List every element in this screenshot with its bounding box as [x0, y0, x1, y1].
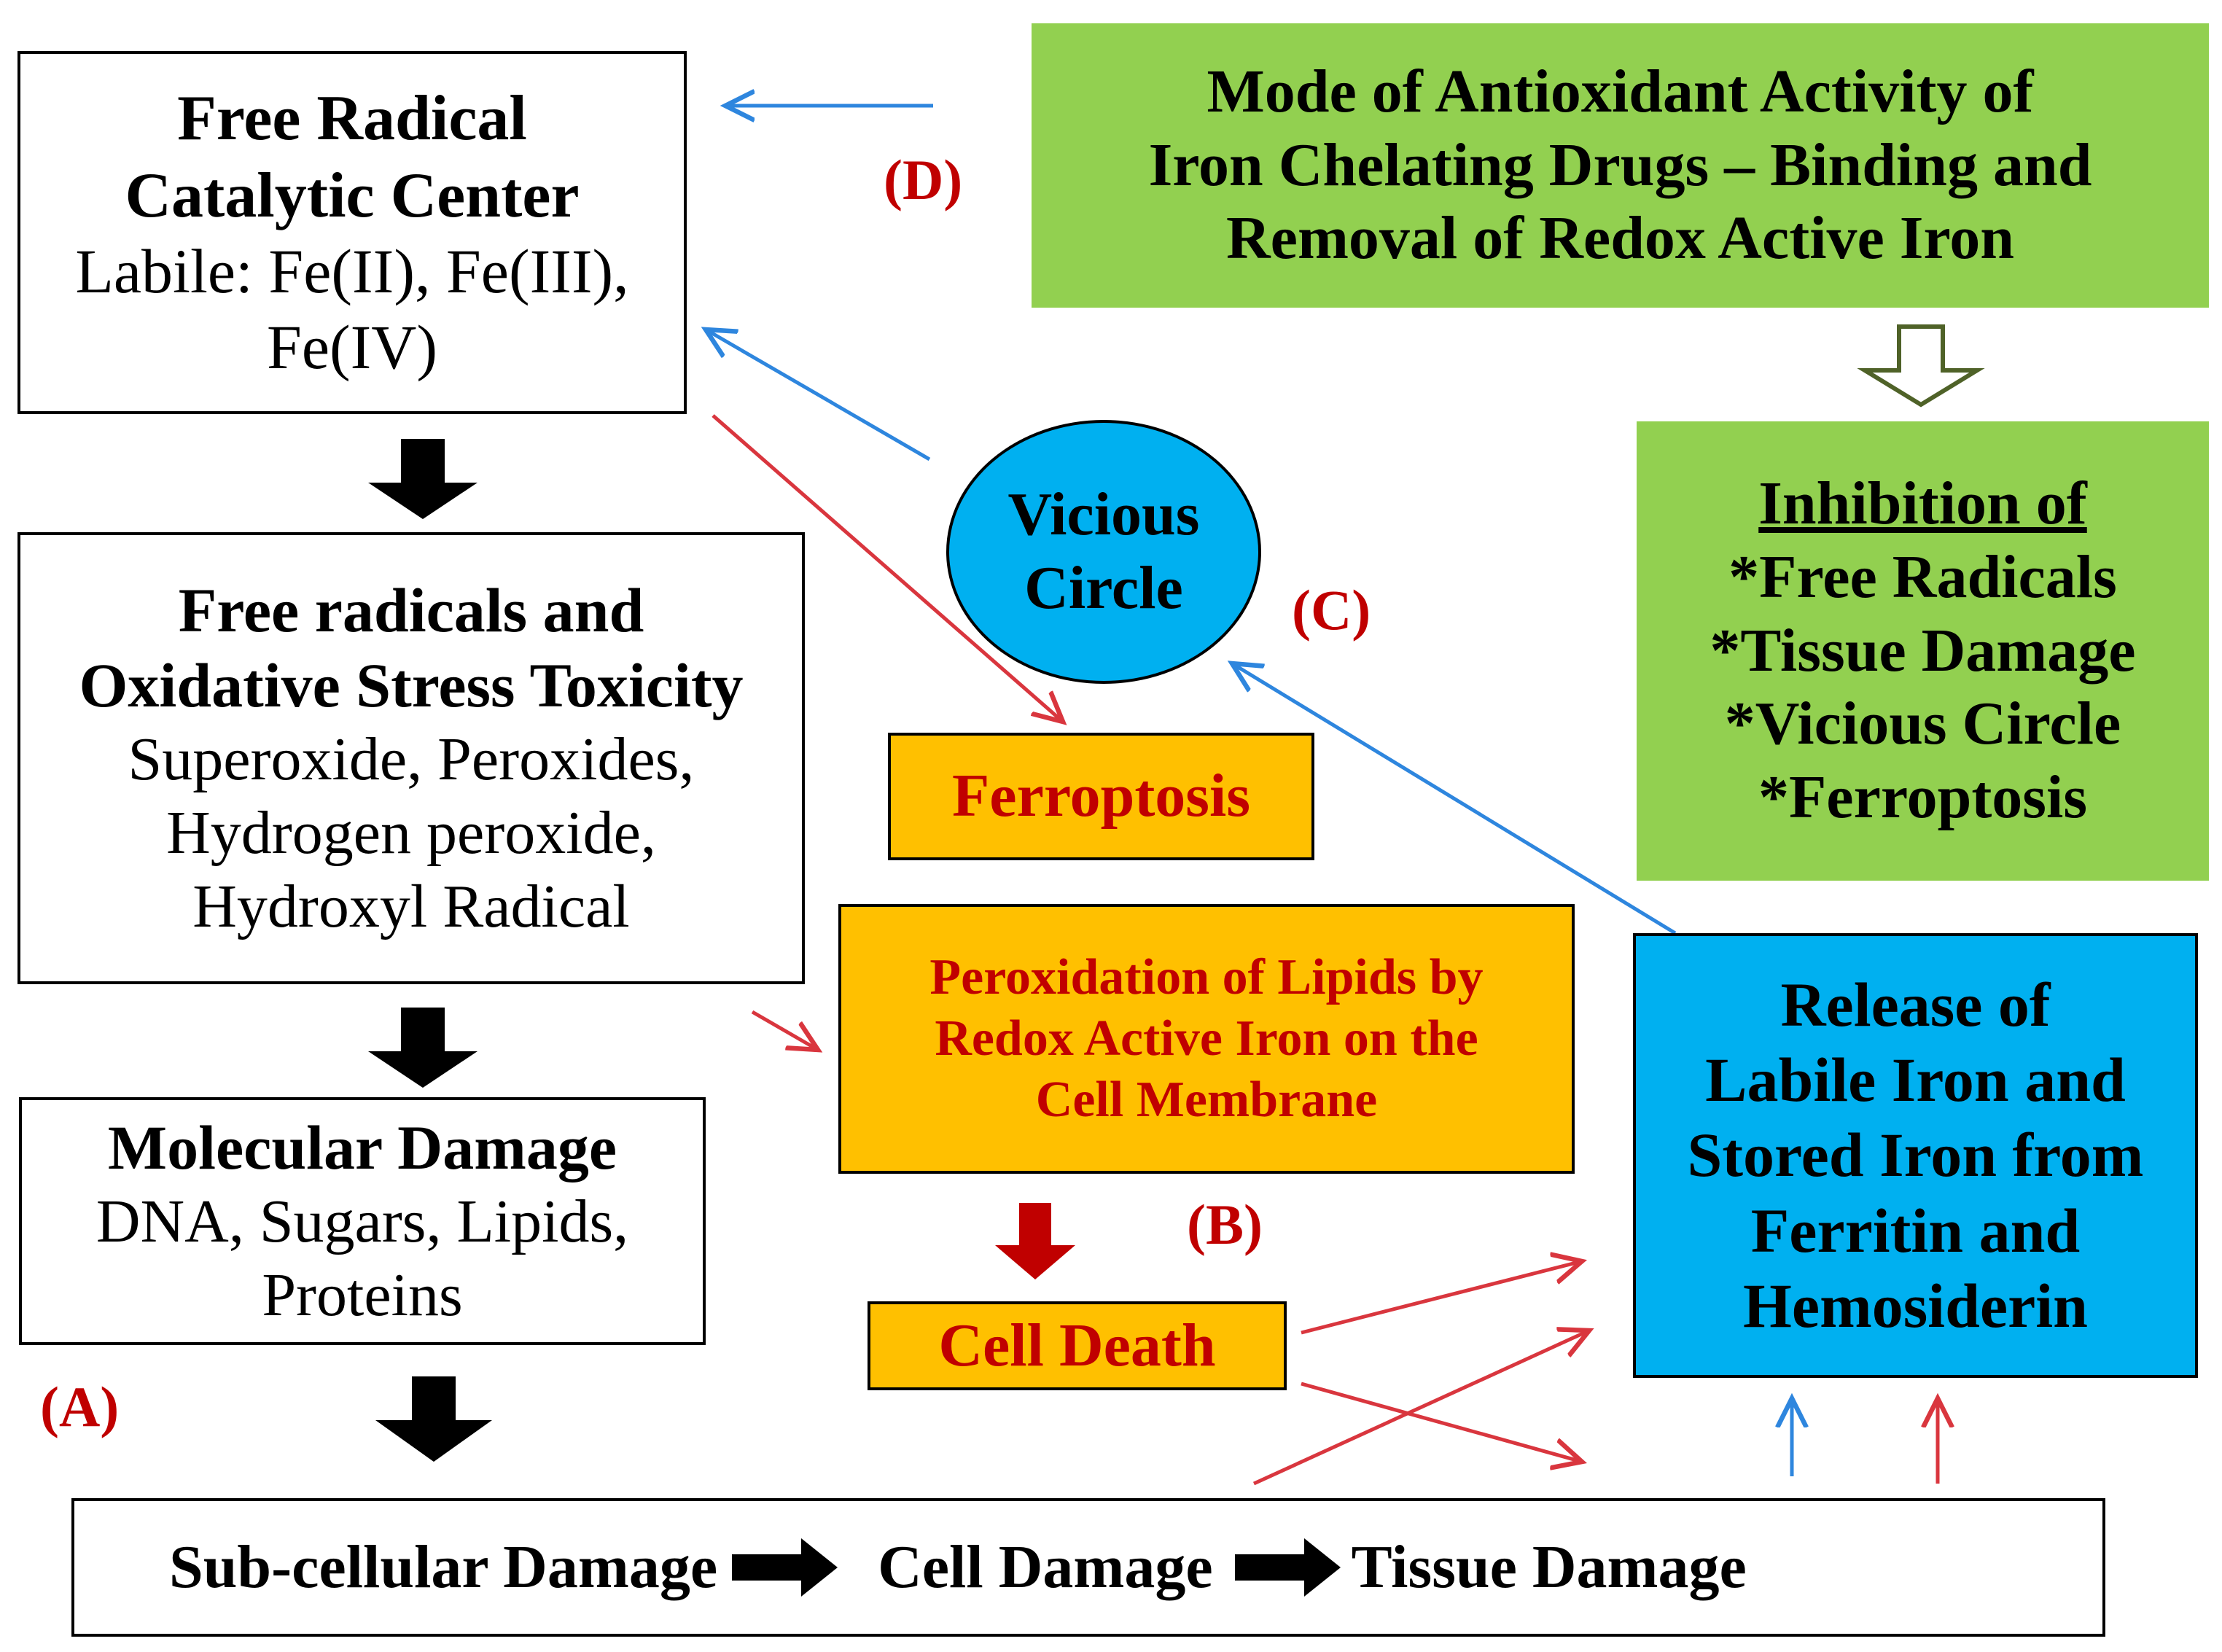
arrow-circle-to-center: [706, 330, 931, 461]
release-iron-line-4: Ferritin and: [1750, 1195, 2081, 1266]
oxidative-stress-title-2: Oxidative Stress Toxicity: [79, 650, 744, 720]
vicious-circle: Vicious Circle: [946, 420, 1261, 684]
arrow-bottom-to-release: [1252, 1330, 1589, 1486]
inhibition-item-ferroptosis: *Ferroptosis: [1758, 763, 2088, 832]
mode-of-activity-box: Mode of Antioxidant Activity of Iron Che…: [1032, 23, 2209, 308]
inhibition-box: Inhibition of *Free Radicals *Tissue Dam…: [1637, 421, 2209, 881]
right-arrow-icon: [732, 1538, 838, 1597]
free-radical-center-title-2: Catalytic Center: [125, 160, 580, 231]
oxidative-stress-species-3: Hydroxyl Radical: [192, 872, 630, 940]
peroxidation-line-1: Peroxidation of Lipids by: [929, 949, 1484, 1005]
mode-of-activity-line-1: Mode of Antioxidant Activity of: [1206, 57, 2034, 125]
down-arrow-hollow: [1857, 324, 1985, 408]
inhibition-item-vicious-circle: *Vicious Circle: [1724, 690, 2121, 758]
ferroptosis-label: Ferroptosis: [951, 762, 1251, 830]
subcellular-damage-label: Sub-cellular Damage: [169, 1532, 718, 1601]
label-a: (A): [40, 1375, 120, 1438]
tissue-damage-label: Tissue Damage: [1351, 1532, 1747, 1601]
vicious-circle-label-2: Circle: [1024, 554, 1183, 622]
free-radical-center-title-1: Free Radical: [177, 83, 527, 155]
release-iron-line-1: Release of: [1780, 970, 2051, 1040]
free-radical-center-iron-list: Labile: Fe(II), Fe(III),: [75, 236, 629, 307]
release-iron-line-2: Labile Iron and: [1705, 1045, 2126, 1115]
inhibition-item-tissue-damage: *Tissue Damage: [1710, 616, 2136, 685]
label-c: (C): [1292, 578, 1371, 642]
arrow-celldeath-to-tissue: [1301, 1382, 1582, 1462]
down-arrow-3: [375, 1376, 492, 1462]
cell-death-label: Cell Death: [938, 1311, 1216, 1379]
cell-damage-label: Cell Damage: [878, 1532, 1213, 1601]
down-arrow-2: [368, 1008, 477, 1088]
peroxidation-line-2: Redox Active Iron on the: [935, 1010, 1478, 1067]
oxidative-stress-species-1: Superoxide, Peroxides,: [128, 725, 695, 793]
molecular-damage-targets-1: DNA, Sugars, Lipids,: [95, 1187, 629, 1255]
mode-of-activity-line-2: Iron Chelating Drugs – Binding and: [1148, 130, 2092, 199]
label-d: (D): [884, 148, 963, 211]
peroxidation-box: Peroxidation of Lipids by Redox Active I…: [838, 904, 1575, 1174]
inhibition-title: Inhibition of: [1758, 470, 2087, 537]
free-radical-center-box: Free Radical Catalytic Center Labile: Fe…: [17, 51, 687, 414]
oxidative-stress-box: Free radicals and Oxidative Stress Toxic…: [17, 532, 805, 984]
arrow-celldeath-to-release: [1301, 1261, 1582, 1335]
cell-death-box: Cell Death: [868, 1301, 1287, 1390]
release-iron-line-3: Stored Iron from: [1687, 1120, 2144, 1191]
damage-progression-bar: Sub-cellular Damage Cell Damage Tissue D…: [71, 1498, 2105, 1637]
molecular-damage-box: Molecular Damage DNA, Sugars, Lipids, Pr…: [19, 1097, 706, 1345]
free-radical-center-iron-list-2: Fe(IV): [266, 311, 438, 382]
label-b: (B): [1187, 1193, 1263, 1256]
molecular-damage-title: Molecular Damage: [107, 1112, 617, 1182]
vicious-circle-label-1: Vicious: [1007, 480, 1200, 549]
oxidative-stress-species-2: Hydrogen peroxide,: [166, 798, 656, 867]
mode-of-activity-line-3: Removal of Redox Active Iron: [1226, 204, 2014, 273]
molecular-damage-targets-2: Proteins: [262, 1261, 463, 1329]
peroxidation-line-3: Cell Membrane: [1035, 1072, 1378, 1128]
release-iron-line-5: Hemosiderin: [1743, 1270, 2088, 1341]
down-arrow-red: [995, 1203, 1075, 1279]
inhibition-item-free-radicals: *Free Radicals: [1728, 542, 2117, 611]
oxidative-stress-title-1: Free radicals and: [178, 574, 644, 645]
right-arrow-icon: [1234, 1538, 1341, 1597]
down-arrow-1: [368, 439, 477, 519]
arrow-stress-to-peroxidation: [751, 1010, 818, 1050]
ferroptosis-box: Ferroptosis: [888, 733, 1314, 860]
release-iron-box: Release of Labile Iron and Stored Iron f…: [1633, 933, 2198, 1378]
